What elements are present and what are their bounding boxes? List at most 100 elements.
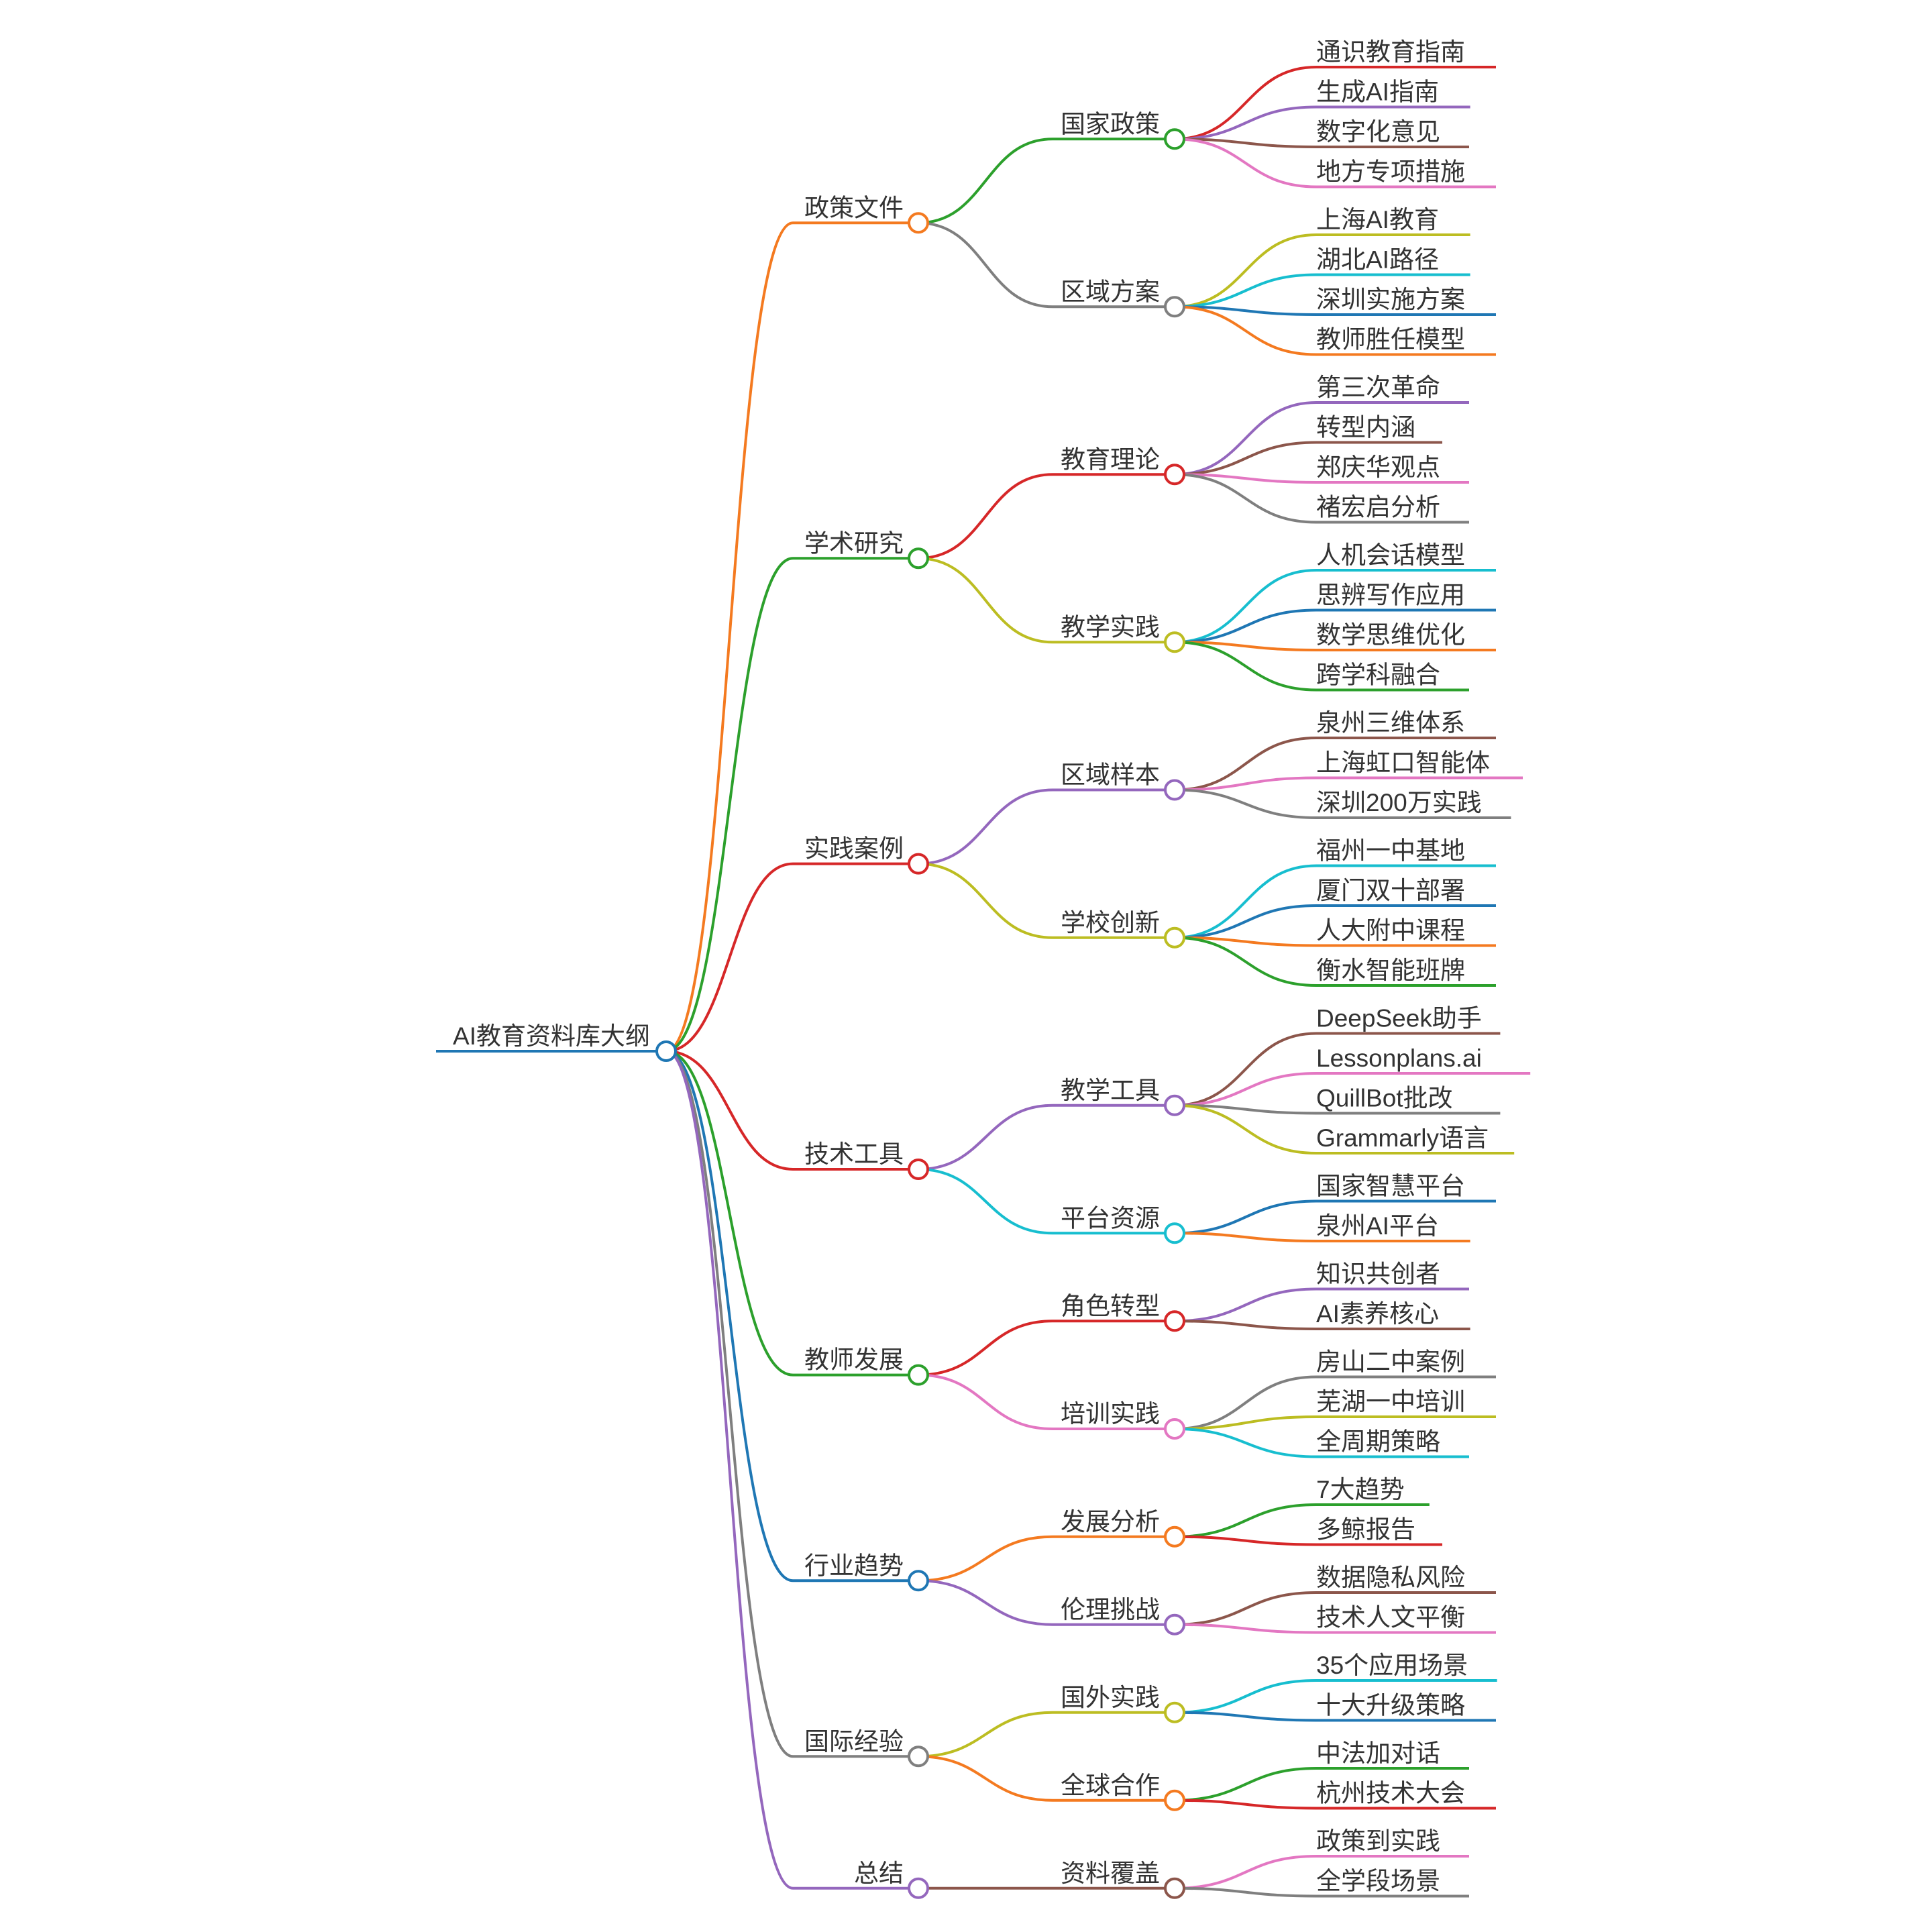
category-node[interactable] xyxy=(908,1159,929,1180)
category-node[interactable] xyxy=(908,1570,929,1592)
leaf-label: 房山二中案例 xyxy=(1316,1348,1465,1376)
leaf-label: 跨学科融合 xyxy=(1316,661,1440,689)
branch-subtopic-to-leaf xyxy=(1174,1232,1317,1242)
branch-root-to-6 xyxy=(665,1050,794,1758)
branch-subtopic-to-leaf xyxy=(1174,138,1317,148)
branch-subtopic-to-leaf xyxy=(1174,273,1317,309)
branch-subtopic-to-leaf xyxy=(1174,1591,1317,1626)
branch-subtopic-to-leaf xyxy=(1174,936,1317,947)
branch-category-to-subtopic xyxy=(918,788,1053,865)
subtopic-node[interactable] xyxy=(1164,1789,1185,1811)
subtopic-node[interactable] xyxy=(1164,1418,1185,1440)
branch-subtopic-to-leaf xyxy=(1174,1767,1317,1802)
leaf-label: Lessonplans.ai xyxy=(1316,1044,1482,1072)
subtopic-label: 国外实践 xyxy=(1061,1684,1160,1711)
branch-root-to-1 xyxy=(665,557,794,1053)
leaf-label: 地方专项措施 xyxy=(1316,158,1465,186)
branch-subtopic-to-leaf xyxy=(1174,1320,1317,1330)
leaf-label: 思辨写作应用 xyxy=(1316,582,1465,609)
branch-category-to-subtopic xyxy=(918,1373,1053,1430)
leaf-label: 政策到实践 xyxy=(1316,1827,1440,1855)
branch-root-to-4 xyxy=(665,1050,794,1377)
subtopic-label: 教育理论 xyxy=(1061,445,1160,473)
branch-category-to-subtopic xyxy=(918,138,1053,225)
subtopic-node[interactable] xyxy=(1164,1701,1185,1723)
leaf-label: QuillBot批改 xyxy=(1316,1085,1453,1112)
branch-category-to-subtopic xyxy=(918,1104,1053,1171)
branch-root-to-0 xyxy=(665,221,794,1053)
leaf-label: 褚宏启分析 xyxy=(1316,494,1440,521)
leaf-label: 深圳200万实践 xyxy=(1316,789,1482,816)
branch-subtopic-to-leaf xyxy=(1174,904,1317,939)
subtopic-label: 培训实践 xyxy=(1061,1400,1160,1428)
leaf-label: 全学段场景 xyxy=(1316,1868,1440,1895)
category-node[interactable] xyxy=(908,547,929,570)
branch-category-to-subtopic xyxy=(918,1579,1053,1626)
subtopic-node[interactable] xyxy=(1164,296,1185,318)
leaf-label: AI素养核心 xyxy=(1316,1300,1439,1328)
leaf-label: 7大趋势 xyxy=(1316,1476,1405,1503)
branch-root-to-5 xyxy=(665,1050,794,1582)
branch-root-to-3 xyxy=(665,1050,794,1171)
branch-subtopic-to-leaf xyxy=(1174,305,1317,356)
subtopic-node[interactable] xyxy=(1164,1310,1185,1332)
leaf-label: 湖北AI路径 xyxy=(1316,246,1439,274)
branch-subtopic-to-leaf xyxy=(1174,441,1317,476)
category-node[interactable] xyxy=(908,1364,929,1386)
category-node[interactable] xyxy=(908,1746,929,1768)
branch-subtopic-to-leaf xyxy=(1174,1886,1317,1898)
subtopic-node[interactable] xyxy=(1164,128,1185,150)
subtopic-label: 伦理挑战 xyxy=(1061,1596,1160,1623)
branch-subtopic-to-leaf xyxy=(1174,1799,1317,1810)
branch-subtopic-to-leaf xyxy=(1174,401,1317,476)
category-node[interactable] xyxy=(908,212,929,234)
branch-subtopic-to-leaf xyxy=(1174,1415,1317,1430)
leaf-label: 教师胜任模型 xyxy=(1316,326,1465,354)
branch-subtopic-to-leaf xyxy=(1174,1623,1317,1634)
branch-category-to-subtopic xyxy=(918,862,1053,939)
category-label: 总结 xyxy=(854,1860,904,1887)
branch-subtopic-to-leaf xyxy=(1174,473,1317,484)
leaf-label: 人机会话模型 xyxy=(1316,541,1465,569)
branch-subtopic-to-leaf xyxy=(1174,1032,1317,1107)
subtopic-node[interactable] xyxy=(1164,464,1185,486)
branch-category-to-subtopic xyxy=(918,1711,1053,1758)
subtopic-label: 国家政策 xyxy=(1061,110,1160,138)
subtopic-label: 全球合作 xyxy=(1061,1772,1160,1799)
branch-subtopic-to-leaf xyxy=(1174,1375,1317,1430)
subtopic-label: 角色转型 xyxy=(1061,1292,1160,1320)
branch-subtopic-to-leaf xyxy=(1174,233,1317,309)
category-node[interactable] xyxy=(908,853,929,875)
root-node[interactable] xyxy=(655,1040,677,1062)
leaf-label: 十大升级策略 xyxy=(1316,1692,1465,1719)
branch-subtopic-to-leaf xyxy=(1174,473,1317,524)
branch-subtopic-to-leaf xyxy=(1174,608,1317,644)
leaf-label: 全周期策略 xyxy=(1316,1428,1440,1456)
subtopic-node[interactable] xyxy=(1164,1094,1185,1116)
subtopic-label: 教学工具 xyxy=(1061,1077,1160,1104)
leaf-label: 35个应用场景 xyxy=(1316,1652,1468,1679)
subtopic-node[interactable] xyxy=(1164,926,1185,949)
category-label: 技术工具 xyxy=(804,1140,904,1168)
branch-subtopic-to-leaf xyxy=(1174,105,1317,141)
subtopic-node[interactable] xyxy=(1164,631,1185,653)
leaf-label: 泉州AI平台 xyxy=(1316,1212,1439,1240)
branch-subtopic-to-leaf xyxy=(1174,569,1317,644)
leaf-label: 上海虹口智能体 xyxy=(1316,749,1490,777)
leaf-label: 深圳实施方案 xyxy=(1316,286,1465,313)
leaf-label: 芜湖一中培训 xyxy=(1316,1388,1465,1415)
subtopic-node[interactable] xyxy=(1164,779,1185,801)
leaf-label: 转型内涵 xyxy=(1316,414,1415,441)
subtopic-node[interactable] xyxy=(1164,1525,1185,1548)
subtopic-node[interactable] xyxy=(1164,1222,1185,1244)
branch-subtopic-to-leaf xyxy=(1174,1104,1317,1155)
subtopic-node[interactable] xyxy=(1164,1613,1185,1635)
leaf-label: 技术人文平衡 xyxy=(1316,1604,1465,1631)
leaf-label: 杭州技术大会 xyxy=(1316,1780,1465,1807)
subtopic-label: 区域方案 xyxy=(1061,278,1160,305)
root-label: AI教育资料库大纲 xyxy=(453,1022,650,1050)
subtopic-node[interactable] xyxy=(1164,1877,1185,1899)
leaf-label: 通识教育指南 xyxy=(1316,38,1465,66)
category-node[interactable] xyxy=(908,1877,929,1899)
